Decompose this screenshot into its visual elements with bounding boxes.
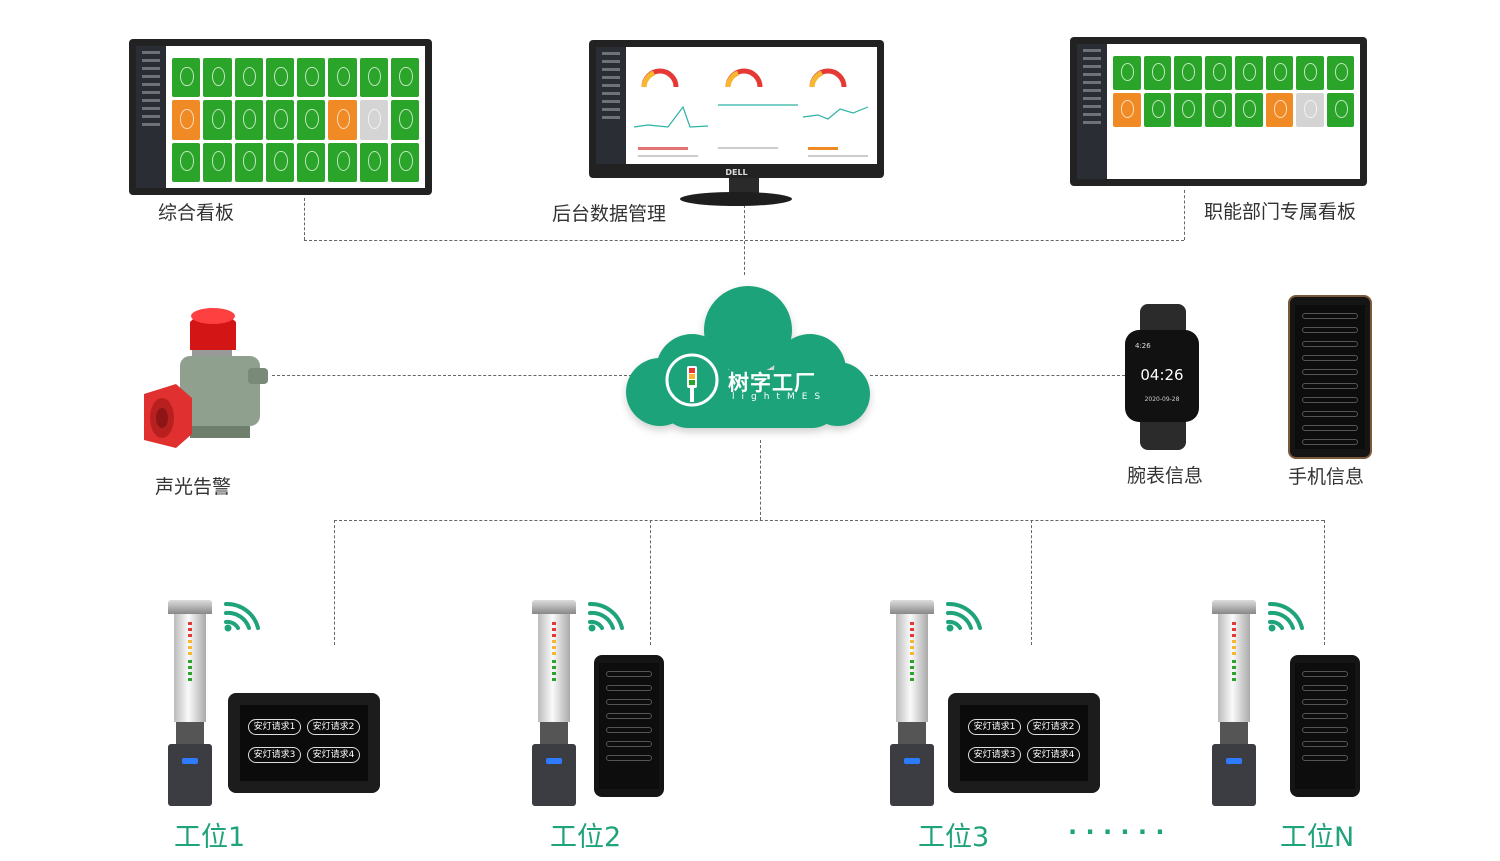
- wifi-icon: [946, 601, 982, 632]
- station-label: 工位3: [918, 822, 990, 853]
- monitor-stand: [729, 178, 759, 194]
- andon-request-button[interactable]: 安灯请求2: [307, 719, 360, 735]
- connector-line: [1324, 520, 1325, 645]
- phone-label: 手机信息: [1288, 466, 1365, 488]
- andon-request-button[interactable]: 安灯请求3: [248, 747, 301, 763]
- watch-time: 04:26: [1140, 366, 1184, 384]
- cloud-brand-cn: 树字工厂: [728, 371, 816, 395]
- andon-tower-light: [1212, 600, 1256, 806]
- monitor-brand: DELL: [725, 168, 748, 177]
- more-stations-ellipsis: · · · · · ·: [1068, 818, 1165, 846]
- station-label: 工位N: [1280, 822, 1355, 853]
- andon-request-button[interactable]: 安灯请求2: [1027, 719, 1080, 735]
- andon-request-button[interactable]: 安灯请求3: [968, 747, 1021, 763]
- smart-watch: 4:26 04:26 2020-09-28: [1125, 330, 1199, 422]
- connector-line: [870, 375, 1125, 376]
- connector-line: [272, 375, 632, 376]
- andon-tower-light: [532, 600, 576, 806]
- info-phone: [1288, 295, 1372, 459]
- backend-monitor: DELL: [589, 40, 884, 178]
- dashboard-label: 综合看板: [158, 202, 235, 224]
- watch-date: 2020-09-28: [1144, 396, 1180, 403]
- cloud-icon: [626, 286, 870, 428]
- connector-line: [650, 520, 651, 645]
- andon-request-button[interactable]: 安灯请求1: [248, 719, 301, 735]
- dept-label: 职能部门专属看板: [1204, 201, 1357, 223]
- connector-line: [1184, 190, 1185, 240]
- monitor-foot: [680, 192, 792, 206]
- andon-tablet: 安灯请求1 安灯请求2 安灯请求3 安灯请求4: [948, 693, 1100, 793]
- andon-tower-light: [890, 600, 934, 806]
- andon-request-button[interactable]: 安灯请求1: [968, 719, 1021, 735]
- connector-line: [744, 205, 745, 275]
- alarm-label: 声光告警: [155, 476, 232, 498]
- watch-small-time: 4:26: [1135, 342, 1151, 350]
- alarm-siren-icon: [144, 308, 268, 448]
- wifi-icon: [224, 601, 260, 632]
- connector-line: [760, 440, 761, 520]
- connector-line: [1031, 520, 1032, 645]
- connector-line: [334, 520, 335, 645]
- wifi-icon: [1268, 601, 1304, 632]
- andon-phone: [1290, 655, 1360, 797]
- andon-tablet: 安灯请求1 安灯请求2 安灯请求3 安灯请求4: [228, 693, 380, 793]
- connector-line: [334, 520, 1324, 521]
- andon-request-button[interactable]: 安灯请求4: [1027, 747, 1080, 763]
- connector-line: [304, 198, 305, 240]
- andon-request-button[interactable]: 安灯请求4: [307, 747, 360, 763]
- watch-label: 腕表信息: [1127, 465, 1204, 487]
- dept-monitor: [1070, 37, 1367, 186]
- andon-tower-light: [168, 600, 212, 806]
- andon-phone: [594, 655, 664, 797]
- dashboard-monitor: [129, 39, 432, 195]
- cloud-brand-en: lightMES: [732, 392, 828, 402]
- wifi-icon: [588, 601, 624, 632]
- station-label: 工位2: [550, 822, 622, 853]
- backend-charts: [633, 68, 869, 157]
- backend-label: 后台数据管理: [552, 203, 667, 225]
- station-label: 工位1: [174, 822, 246, 853]
